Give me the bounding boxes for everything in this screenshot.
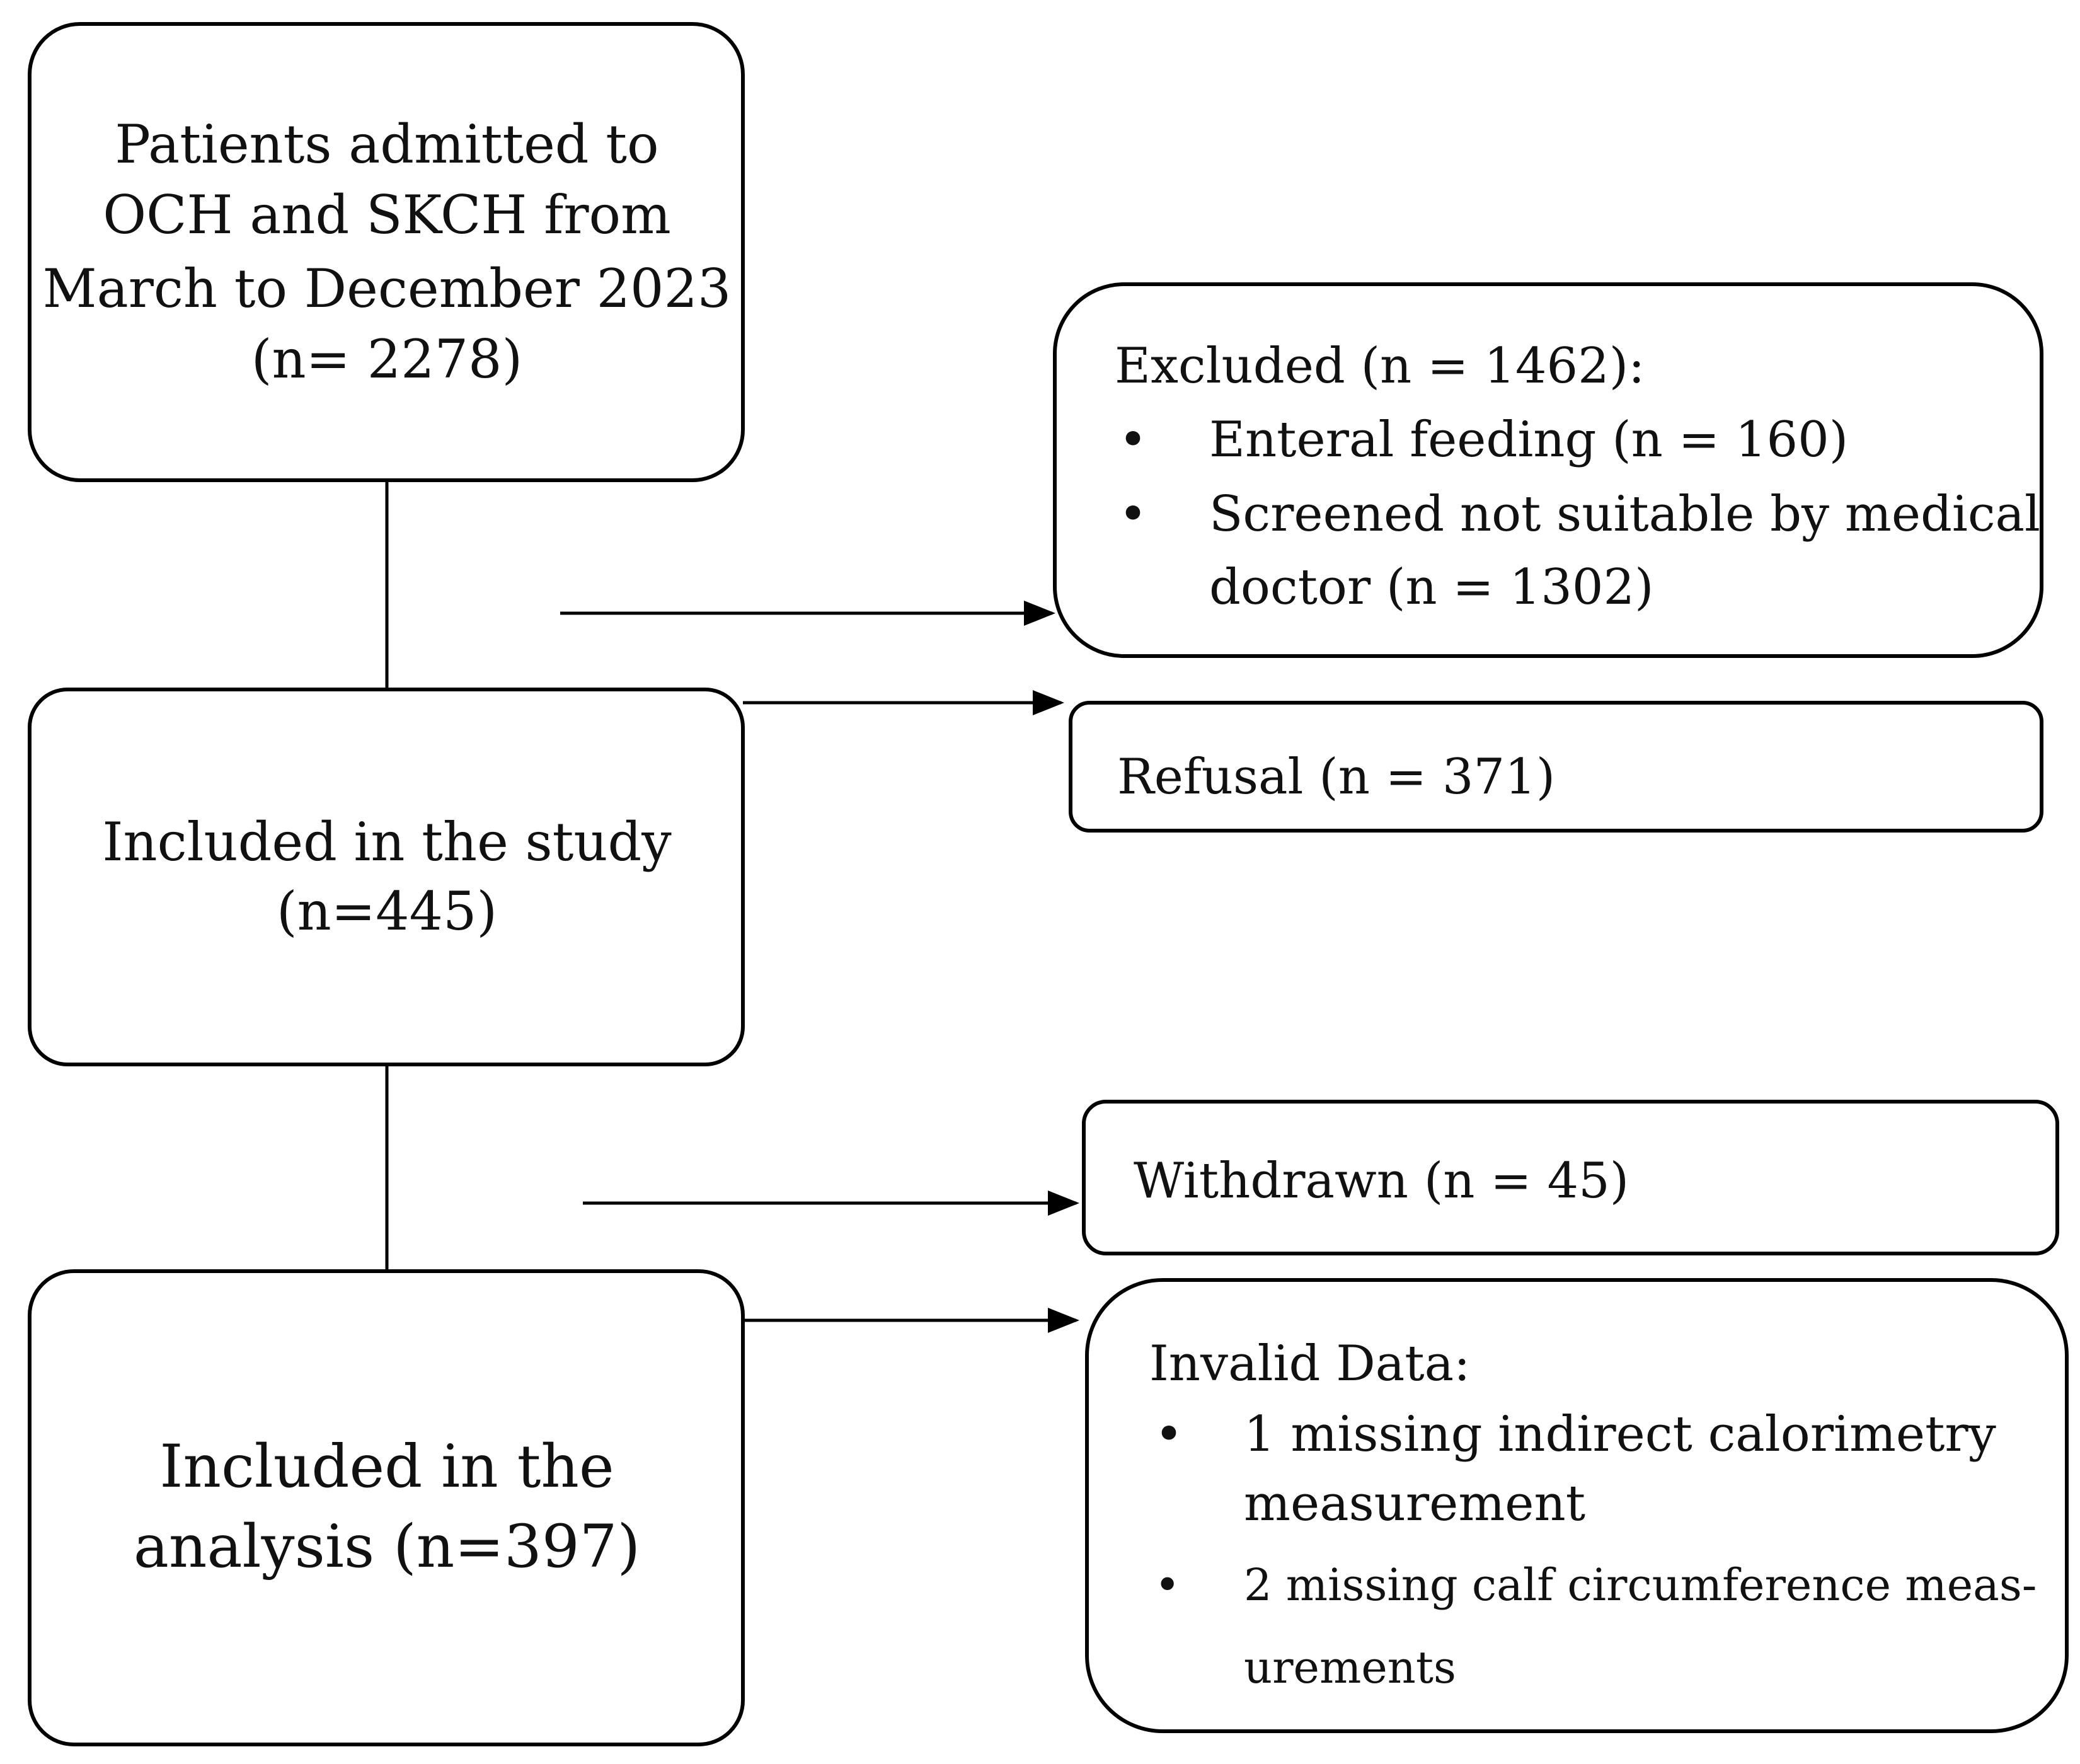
box-text: Withdrawn (n = 45) — [1134, 1153, 1629, 1209]
box-withdrawn: Withdrawn (n = 45) — [1082, 1100, 2059, 1255]
box-text: analysis (n=397) — [134, 1513, 640, 1581]
box-title: Excluded (n = 1462): — [1115, 338, 1645, 395]
box-included-analysis: Included in the analysis (n=397) — [28, 1269, 745, 1746]
box-text: (n=445) — [277, 880, 497, 942]
box-title: Invalid Data: — [1149, 1335, 1470, 1392]
bullet-text: 1 missing indirect calorimetry — [1244, 1406, 1996, 1463]
box-invalid: Invalid Data: • 1 missing indirect calor… — [1085, 1278, 2069, 1733]
box-text: Refusal (n = 371) — [1117, 749, 1555, 805]
bullet-text: doctor (n = 1302) — [1209, 559, 1654, 616]
bullet-text: measurement — [1244, 1475, 1585, 1532]
bullet-icon: • — [1154, 1406, 1183, 1463]
bullet-icon: • — [1118, 486, 1147, 543]
bullet-text: 2 missing calf circumference meas- — [1244, 1559, 2037, 1611]
box-text: (n= 2278) — [251, 328, 523, 390]
box-text: Included in the — [159, 1433, 614, 1501]
box-admitted: Patients admitted to OCH and SKCH from M… — [28, 22, 745, 482]
bullet-text: Screened not suitable by medical — [1209, 486, 2040, 543]
box-text: March to December 2023 — [43, 258, 732, 320]
bullet-text: urements — [1244, 1642, 1456, 1693]
bullet-icon: • — [1118, 412, 1147, 468]
box-text: Patients admitted to — [115, 113, 658, 175]
box-refusal: Refusal (n = 371) — [1069, 701, 2043, 833]
box-text: OCH and SKCH from — [103, 184, 670, 246]
box-included-study: Included in the study (n=445) — [28, 688, 745, 1066]
box-excluded: Excluded (n = 1462): • Enteral feeding (… — [1053, 282, 2043, 658]
box-text: Included in the study — [102, 811, 672, 873]
bullet-text: Enteral feeding (n = 160) — [1209, 412, 1848, 468]
bullet-icon: • — [1154, 1559, 1180, 1611]
